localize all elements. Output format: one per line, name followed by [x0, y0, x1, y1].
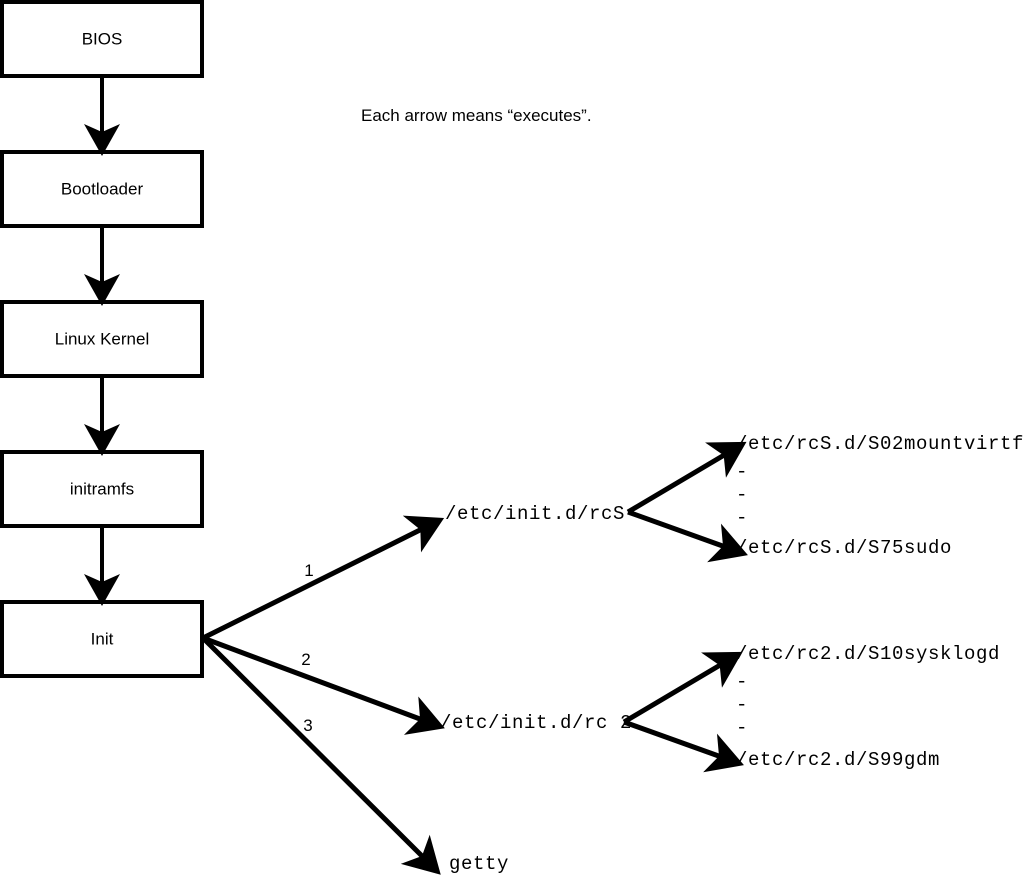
- rcs-ellipsis-dash-2: -: [736, 484, 747, 506]
- stage-bootloader-label: Bootloader: [61, 179, 144, 198]
- stage-initramfs-box[interactable]: [0, 450, 204, 528]
- rc2-ellipsis-dash-2: -: [736, 694, 747, 716]
- rcs-ellipsis-dash-3: -: [736, 507, 747, 529]
- arrow-rcs-to-last-script: [627, 509, 748, 563]
- label-init-d-rc2: /etc/init.d/rc 2: [440, 712, 632, 734]
- rc2-ellipsis-dash-3: -: [736, 717, 747, 739]
- rc2-ellipsis-dash-1: -: [736, 671, 747, 693]
- stage-kernel[interactable]: Linux Kernel: [0, 300, 204, 378]
- arrow-init-to-rcs: [201, 515, 445, 641]
- arrow-init-to-getty: [201, 636, 441, 875]
- arrow-rc2-to-last-script: [623, 719, 744, 773]
- label-rcs-first-script: /etc/rcS.d/S02mountvirtfs: [736, 433, 1024, 455]
- stage-bios[interactable]: BIOS: [0, 0, 204, 78]
- stage-bootloader[interactable]: Bootloader: [0, 150, 204, 228]
- stage-kernel-label: Linux Kernel: [55, 329, 150, 348]
- stage-init[interactable]: Init: [0, 600, 204, 678]
- arrow-rc2-to-first-script: [622, 651, 743, 725]
- label-rcs-last-script: /etc/rcS.d/S75sudo: [736, 537, 952, 559]
- stage-initramfs-label: initramfs: [70, 479, 134, 498]
- label-rc2-first-script: /etc/rc2.d/S10sysklogd: [736, 643, 1000, 665]
- edge-number-2: 2: [301, 650, 310, 669]
- arrow-rcs-to-first-script: [626, 441, 747, 515]
- edge-number-1: 1: [304, 561, 313, 580]
- label-getty: getty: [449, 853, 509, 875]
- stage-initramfs[interactable]: initramfs: [0, 450, 204, 528]
- stage-bios-label: BIOS: [82, 29, 123, 48]
- label-rc2-last-script: /etc/rc2.d/S99gdm: [736, 749, 940, 771]
- edge-number-3: 3: [303, 716, 312, 735]
- stage-init-label: Init: [91, 629, 114, 648]
- rcs-ellipsis-dash-1: -: [736, 461, 747, 483]
- label-init-d-rcs: /etc/init.d/rcS: [445, 503, 625, 525]
- legend-note: Each arrow means “executes”.: [361, 106, 592, 125]
- arrow-init-to-rc2: [202, 635, 445, 735]
- stage-bios-box[interactable]: [0, 0, 204, 78]
